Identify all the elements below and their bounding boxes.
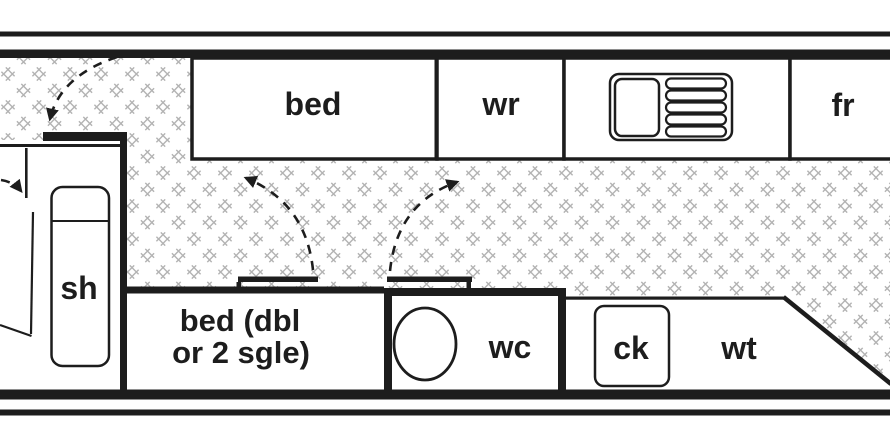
cabin-top-wall xyxy=(0,49,890,58)
bed-room-outline xyxy=(190,56,439,161)
bed-room-label: bed xyxy=(285,86,342,122)
room-wc xyxy=(384,288,566,391)
door-swing-arrow-bed xyxy=(243,176,315,271)
bed-dbl-floor xyxy=(127,287,384,391)
sh-room-label: sh xyxy=(60,270,97,306)
bed-dbl-label-line2: or 2 sgle) xyxy=(172,335,310,370)
ck-label: ck xyxy=(613,330,649,366)
wt-label: wt xyxy=(720,330,757,366)
galley-counter xyxy=(562,56,792,161)
sh-top-wall xyxy=(43,132,127,141)
toilet-icon xyxy=(392,306,458,382)
door-swing-arrow-bow xyxy=(46,55,118,122)
sh-door-jamb xyxy=(25,148,28,198)
sink-drainer-icon xyxy=(608,72,734,142)
wc-top-wall xyxy=(384,288,566,296)
shower-tray-icon xyxy=(50,185,111,368)
bed-dbl-top-wall xyxy=(127,286,384,294)
bed-dbl-label-line1: bed (dbl xyxy=(180,303,301,338)
ck-wt-chamfer-edge xyxy=(782,295,890,386)
wc-room-label: wc xyxy=(488,329,532,365)
room-bed-dbl xyxy=(127,286,384,391)
fr-room-outline xyxy=(788,56,890,161)
room-wr xyxy=(435,56,566,161)
sh-door-leaf-edge xyxy=(29,211,35,335)
ck-wt-top-edge xyxy=(566,296,786,300)
wc-left-wall xyxy=(384,288,392,391)
cooker-icon xyxy=(593,304,671,388)
wc-right-wall xyxy=(558,288,566,391)
door-swing-arrow-wc xyxy=(388,179,460,272)
fr-room-label: fr xyxy=(831,87,854,123)
wr-room-label: wr xyxy=(481,86,519,122)
hull-top-outer-line xyxy=(0,31,890,37)
sliding-door-wc xyxy=(387,276,472,290)
wr-room-outline xyxy=(435,56,566,161)
room-bed xyxy=(190,56,439,161)
sh-door-leaf-bottom xyxy=(0,323,32,338)
room-fr xyxy=(788,56,890,161)
sh-top-inner-line xyxy=(0,144,122,147)
area-ck-wt xyxy=(566,295,890,391)
door-swing-arrow-shower xyxy=(0,178,23,194)
room-sh xyxy=(0,132,127,391)
sh-right-wall xyxy=(120,132,127,391)
hull-bottom-outer-line xyxy=(0,409,890,416)
cabin-bottom-wall xyxy=(0,389,890,400)
sliding-door-bed xyxy=(236,276,318,290)
